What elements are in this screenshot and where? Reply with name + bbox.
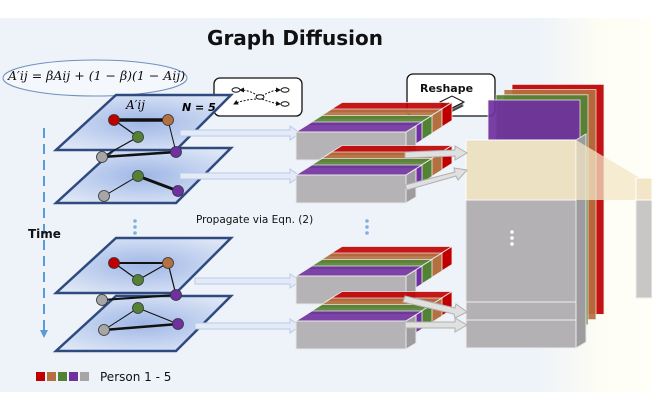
edge-label: A′ij [126,98,145,112]
propagate-arrows [179,125,301,334]
block-ellipsis-dot [510,236,514,240]
graph-plane-3 [52,236,235,306]
graph-node-person-1 [108,257,120,269]
graph-edge [101,150,177,159]
graph-node-person-1 [108,114,120,126]
graph-edge [103,175,139,197]
next-stage-highlight [635,177,652,201]
graph-edge [101,294,177,301]
graph-node-person-5 [96,151,108,163]
node-count-label: N = 5 [182,101,216,114]
equation-bubble [2,59,188,97]
legend-swatch-person-5 [80,372,89,381]
graph-node-person-2 [162,257,174,269]
layer-top [294,265,424,277]
block-ellipsis-dot [510,230,514,234]
graph-node-person-2 [162,114,174,126]
time-axis-arrowhead [40,330,48,338]
vertical-ellipsis-middle [365,219,369,235]
graph-plane-2 [52,146,235,205]
graph-node-person-5 [98,324,110,336]
graph-edge [137,174,179,193]
graph-node-person-3 [132,170,144,182]
graph-node-person-4 [170,146,182,158]
graph-edge [103,307,139,331]
propagate-label: Propagate via Eqn. (2) [196,214,314,226]
layer-top [294,310,424,322]
block-ellipsis-dot [510,242,514,246]
graph-node-person-5 [96,294,108,306]
layer-top [294,164,424,176]
reshape-label: Reshape [420,82,474,95]
graph-node-person-4 [172,318,184,330]
graph-edge [103,322,179,332]
graph-edge [137,307,179,325]
legend-swatch-person-4 [69,372,78,381]
graph-edge [101,136,139,158]
gray-layer-front [295,320,407,350]
bottom-slice-2 [465,319,577,349]
highlight-band [465,139,577,201]
plane-surface [52,294,235,353]
diffusion-equation: A′ij = βAij + (1 − β)(1 − Aij) [8,68,186,83]
legend-swatch-person-3 [58,372,67,381]
highlight-projection [576,140,640,200]
time-label: Time [28,227,61,241]
graph-node-person-3 [132,274,144,286]
gray-layer-front [295,174,407,204]
dotted-arrow-graph-icon [231,87,290,107]
graph-node-person-4 [170,289,182,301]
legend-swatch-person-1 [36,372,45,381]
graph-plane-4 [52,294,235,353]
graph-node-person-5 [98,190,110,202]
graph-node-person-3 [132,302,144,314]
vertical-ellipsis-left [133,219,137,235]
legend-swatch-person-2 [47,372,56,381]
graph-node-person-4 [172,185,184,197]
reshape-arrows [402,145,468,333]
graph-node-person-3 [132,131,144,143]
feature-stack-4 [294,290,454,350]
gray-layer-side [405,314,417,350]
legend-text: Person 1 - 5 [100,370,172,384]
layer-top [294,121,424,133]
diagram-title: Graph Diffusion [207,26,383,50]
